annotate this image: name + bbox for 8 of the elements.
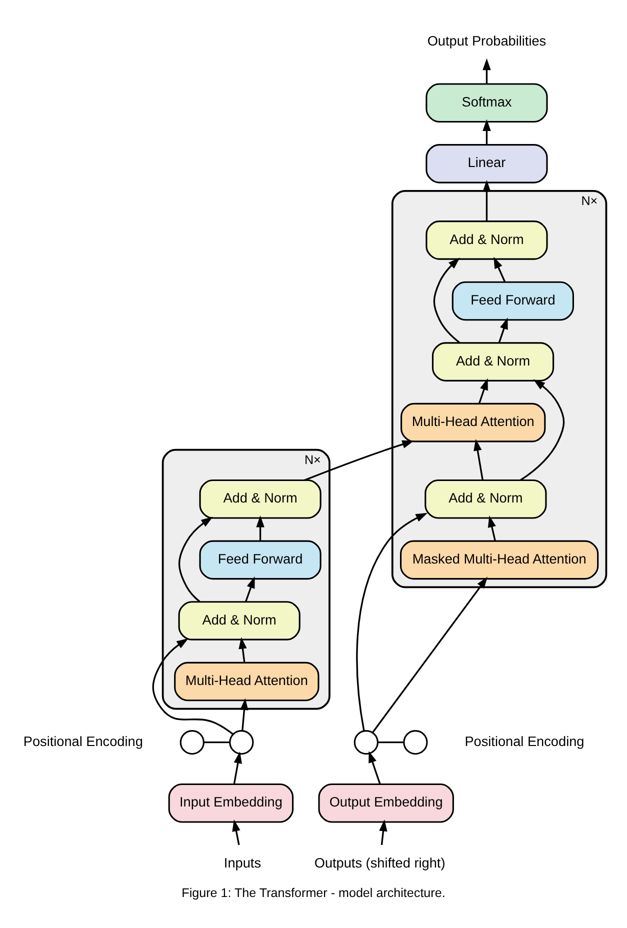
node-text: Output Probabilities (427, 34, 546, 49)
caption: Figure 1: The Transformer - model architecture. (182, 886, 446, 900)
node-label: N× (304, 453, 321, 468)
node-label: Positional Encoding (23, 734, 143, 749)
node-label: Positional Encoding (464, 734, 584, 749)
node-text: Outputs (shifted right) (314, 855, 446, 870)
node-label: N× (581, 194, 598, 208)
node-text: Inputs (224, 855, 262, 870)
